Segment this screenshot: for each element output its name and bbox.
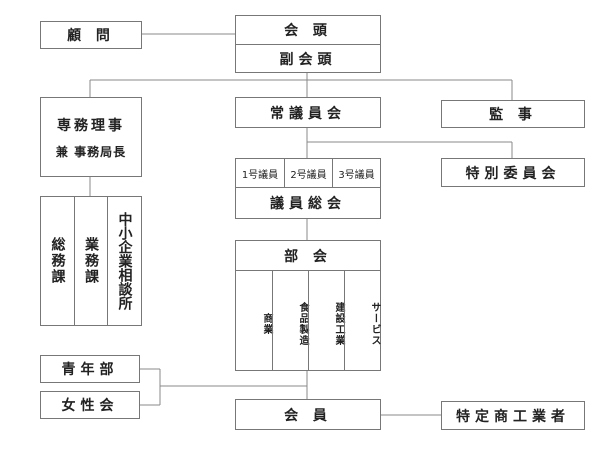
sme-consultation-unit: 中小企業相談所 (107, 197, 141, 325)
members-label: 会 員 (284, 407, 332, 424)
specified-businesses-box: 特定商工業者 (441, 401, 585, 430)
secretariat-box: 総務課 業務課 中小企業相談所 (40, 196, 142, 326)
sme-consultation-label: 中小企業相談所 (116, 212, 133, 310)
standing-council-label: 常議員会 (270, 105, 346, 122)
divisions-box: 部 会 商業 食品製造 建設工業 サービス (235, 240, 381, 371)
auditor-label: 監 事 (489, 107, 537, 123)
general-assembly-box: 1号議員 2号議員 3号議員 議員総会 (235, 158, 381, 219)
division-construction-industry-label: 建設工業 (333, 301, 344, 346)
operations-label: 業務課 (83, 237, 99, 285)
division-construction-industry: 建設工業 (308, 271, 344, 370)
women-box: 女性会 (40, 391, 140, 419)
special-committee-box: 特別委員会 (441, 158, 585, 187)
youth-label: 青年部 (61, 362, 119, 378)
division-food-manufacturing-label: 食品製造 (297, 301, 308, 346)
chairman-box: 会 頭 副会頭 (235, 15, 381, 73)
division-services: サービス (344, 271, 380, 370)
women-label: 女性会 (61, 398, 119, 414)
special-committee-label: 特別委員会 (465, 165, 561, 182)
standing-council-box: 常議員会 (235, 97, 381, 128)
specified-businesses-label: 特定商工業者 (456, 408, 570, 425)
division-commerce: 商業 (236, 271, 272, 370)
division-services-label: サービス (369, 301, 380, 346)
chairman-label: 会 頭 (236, 16, 380, 45)
members-box: 会 員 (235, 399, 381, 430)
council-grade-2: 2号議員 (284, 159, 332, 188)
auditor-box: 監 事 (441, 100, 585, 128)
executive-director-box: 専務理事 兼 事務局長 (40, 97, 142, 177)
general-assembly-label: 議員総会 (236, 188, 380, 218)
advisor-box: 顧 問 (40, 21, 142, 49)
division-food-manufacturing: 食品製造 (272, 271, 308, 370)
council-grade-1: 1号議員 (236, 159, 284, 188)
general-affairs-label: 総務課 (49, 237, 66, 285)
general-affairs-unit: 総務課 (41, 197, 74, 325)
council-grade-3: 3号議員 (332, 159, 380, 188)
executive-director-sub-label: 兼 事務局長 (55, 144, 127, 159)
operations-unit: 業務課 (74, 197, 107, 325)
executive-director-label: 専務理事 (57, 117, 125, 134)
divisions-title: 部 会 (236, 241, 380, 271)
advisor-label: 顧 問 (67, 28, 115, 44)
division-commerce-label: 商業 (261, 312, 272, 335)
youth-box: 青年部 (40, 355, 140, 383)
vice-chairman-label: 副会頭 (236, 45, 380, 72)
